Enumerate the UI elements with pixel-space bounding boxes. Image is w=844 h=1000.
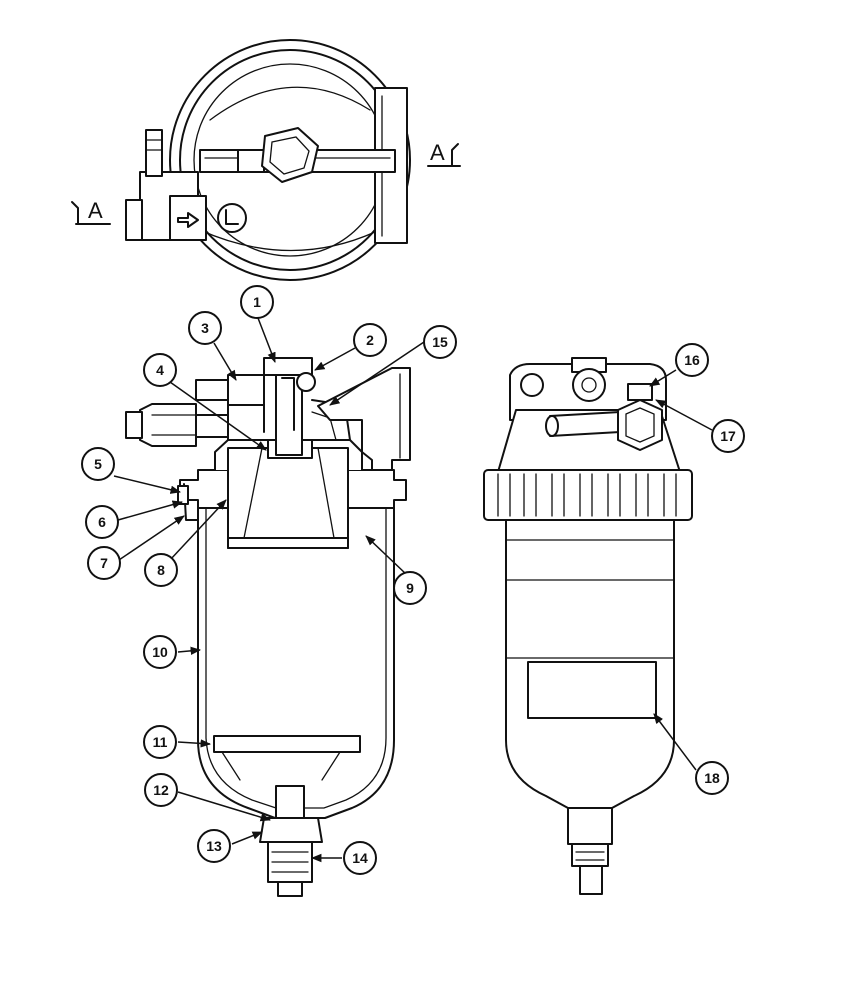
svg-text:17: 17	[720, 428, 736, 444]
callout-7: 7	[87, 546, 121, 580]
callout-6: 6	[85, 505, 119, 539]
svg-text:9: 9	[406, 580, 414, 596]
callout-15: 15	[423, 325, 457, 359]
callout-3: 3	[188, 311, 222, 345]
callout-17: 17	[711, 419, 745, 453]
svg-text:1: 1	[253, 294, 261, 310]
svg-text:8: 8	[157, 562, 165, 578]
svg-text:15: 15	[432, 334, 448, 350]
section-mark-right: A	[430, 140, 445, 165]
callout-2: 2	[353, 323, 387, 357]
callout-18: 18	[695, 761, 729, 795]
top-view: A A	[71, 39, 461, 281]
svg-text:5: 5	[94, 456, 102, 472]
svg-text:16: 16	[684, 352, 700, 368]
svg-text:2: 2	[366, 332, 374, 348]
callout-10: 10	[143, 635, 177, 669]
callout-16: 16	[675, 343, 709, 377]
callout-5: 5	[81, 447, 115, 481]
leader-lines	[113, 317, 713, 863]
callout-4: 4	[143, 353, 177, 387]
section-view	[125, 357, 411, 897]
svg-text:6: 6	[98, 514, 106, 530]
svg-text:7: 7	[100, 555, 108, 571]
callout-13: 13	[197, 829, 231, 863]
callout-11: 11	[143, 725, 177, 759]
callout-8: 8	[144, 553, 178, 587]
svg-text:13: 13	[206, 838, 222, 854]
side-view	[483, 357, 693, 895]
callout-1: 1	[240, 285, 274, 319]
svg-text:11: 11	[153, 734, 168, 750]
svg-text:4: 4	[156, 362, 164, 378]
section-mark-left: A	[88, 198, 103, 223]
svg-text:12: 12	[153, 782, 169, 798]
callout-9: 9	[393, 571, 427, 605]
svg-text:3: 3	[201, 320, 209, 336]
callout-14: 14	[343, 841, 377, 875]
svg-text:10: 10	[152, 644, 168, 660]
callout-12: 12	[144, 773, 178, 807]
svg-text:18: 18	[704, 770, 720, 786]
svg-text:14: 14	[352, 850, 368, 866]
